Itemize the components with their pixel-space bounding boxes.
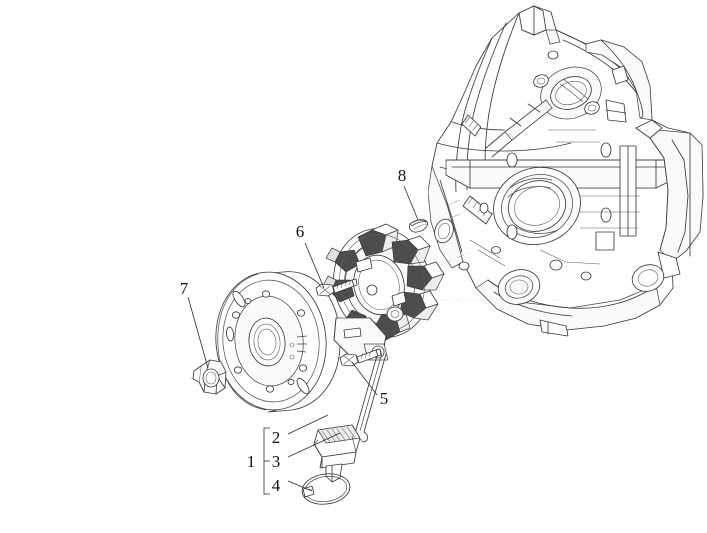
stator-coils — [321, 223, 445, 341]
callout-6: 6 — [296, 222, 305, 241]
flywheel-rotor — [215, 271, 341, 413]
callout-4: 4 — [272, 476, 281, 495]
callout-3: 3 — [272, 452, 281, 471]
crankshaft-bore — [493, 166, 581, 246]
callout-5: 5 — [380, 389, 389, 408]
stator-assembly — [321, 223, 445, 361]
callout-8: 8 — [398, 166, 407, 185]
screw-upper — [315, 278, 358, 297]
flange-nut — [192, 359, 227, 395]
woodruff-key — [409, 219, 428, 233]
engine-crankcase — [428, 5, 704, 337]
callout-7: 7 — [180, 279, 189, 298]
stator-center-bore — [353, 254, 405, 316]
callout-labels: 1 2 3 4 5 6 7 8 — [180, 166, 407, 495]
flywheel-bolt-holes — [231, 290, 308, 393]
callout-2: 2 — [272, 428, 281, 447]
leader-lines — [187, 185, 419, 495]
screw-lower — [339, 348, 382, 367]
callout-1: 1 — [247, 452, 256, 471]
